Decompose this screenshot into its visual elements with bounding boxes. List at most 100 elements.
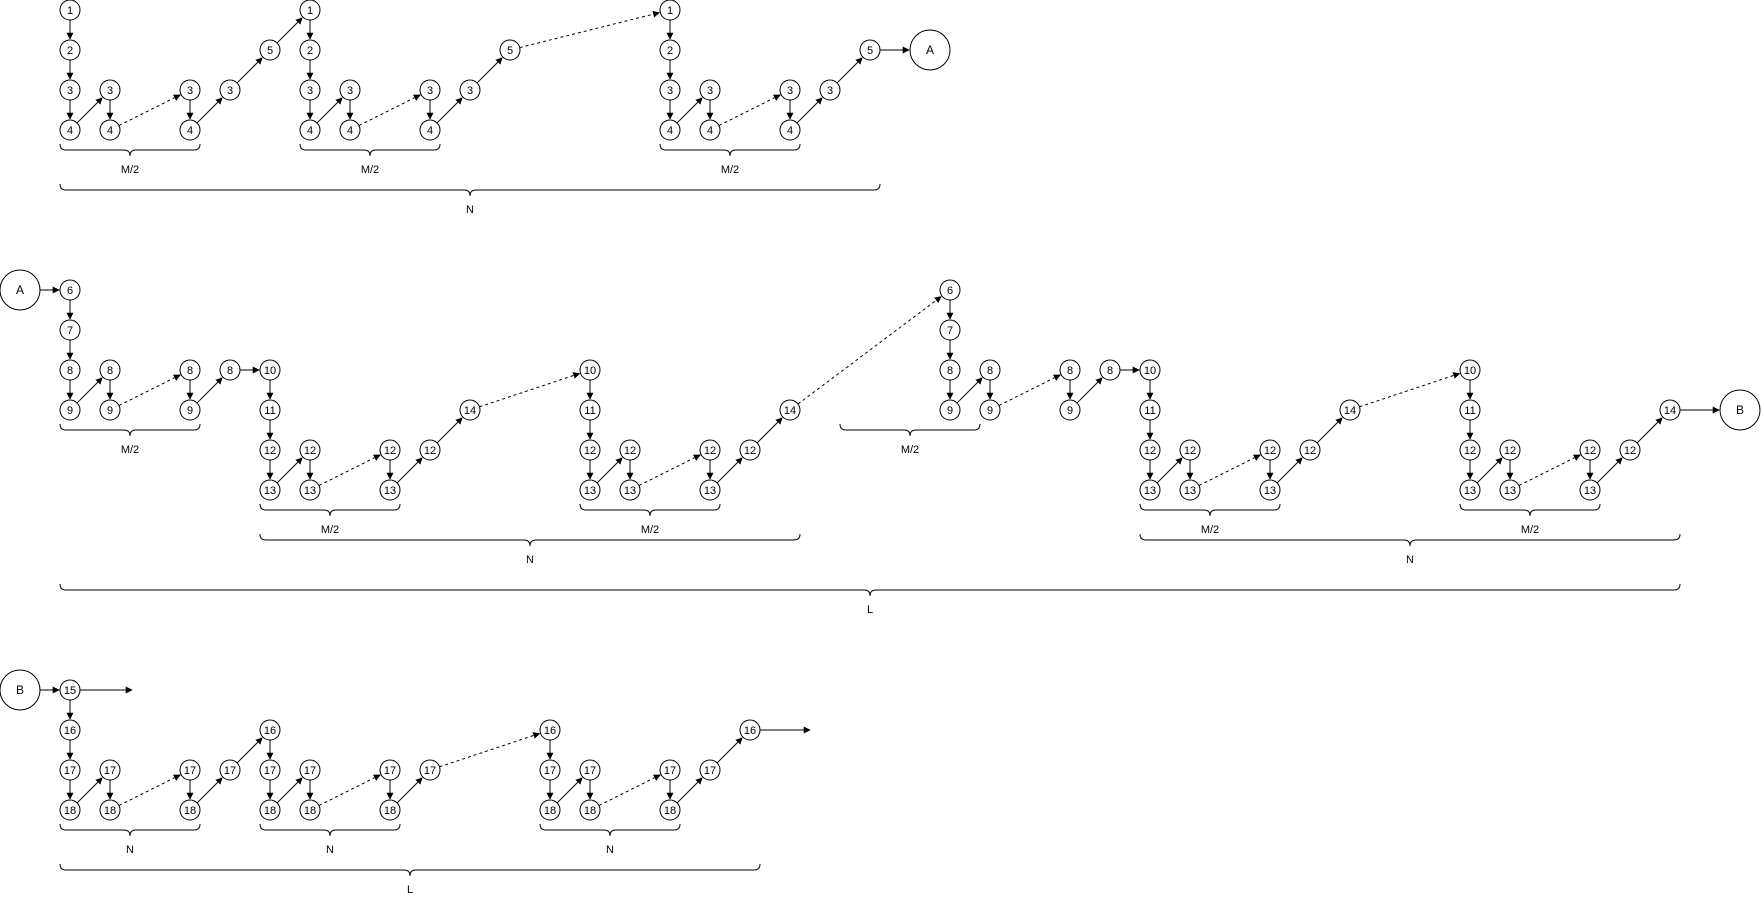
m-half-8-label: M/2 bbox=[1201, 524, 1219, 536]
svg-text:10: 10 bbox=[264, 365, 276, 377]
edge bbox=[1076, 377, 1103, 404]
dashed-edge bbox=[598, 774, 661, 806]
node-12: 12 bbox=[1179, 439, 1201, 461]
m-half-9-brace bbox=[1459, 503, 1601, 517]
svg-text:4: 4 bbox=[307, 125, 313, 137]
n-5-brace bbox=[259, 823, 401, 837]
node-12: 12 bbox=[1459, 439, 1481, 461]
node-6: 6 bbox=[939, 279, 961, 301]
svg-text:6: 6 bbox=[67, 285, 73, 297]
svg-text:18: 18 bbox=[104, 805, 116, 817]
node-10: 10 bbox=[1139, 359, 1161, 381]
svg-text:8: 8 bbox=[947, 365, 953, 377]
n-4-brace bbox=[59, 823, 201, 837]
node-12: 12 bbox=[739, 439, 761, 461]
svg-text:12: 12 bbox=[1264, 445, 1276, 457]
node-8: 8 bbox=[979, 359, 1001, 381]
edge bbox=[236, 737, 263, 764]
node-7: 7 bbox=[59, 319, 81, 341]
dashed-edge bbox=[1359, 372, 1461, 408]
node-13: 13 bbox=[619, 479, 641, 501]
node-12: 12 bbox=[579, 439, 601, 461]
node-3: 3 bbox=[299, 79, 321, 101]
svg-text:B: B bbox=[1736, 403, 1744, 417]
n-1-brace bbox=[59, 183, 881, 197]
svg-text:3: 3 bbox=[107, 85, 113, 97]
node-18: 18 bbox=[99, 799, 121, 821]
node-17: 17 bbox=[379, 759, 401, 781]
node-16: 16 bbox=[259, 719, 281, 741]
node-4: 4 bbox=[659, 119, 681, 141]
svg-text:12: 12 bbox=[624, 445, 636, 457]
node-13: 13 bbox=[1259, 479, 1281, 501]
node-8: 8 bbox=[1099, 359, 1121, 381]
dashed-edge bbox=[797, 296, 942, 405]
svg-text:3: 3 bbox=[467, 85, 473, 97]
node-4: 4 bbox=[179, 119, 201, 141]
svg-text:13: 13 bbox=[1144, 485, 1156, 497]
svg-text:12: 12 bbox=[264, 445, 276, 457]
edge bbox=[476, 57, 503, 84]
svg-text:17: 17 bbox=[664, 765, 676, 777]
node-9: 9 bbox=[99, 399, 121, 421]
svg-text:17: 17 bbox=[224, 765, 236, 777]
svg-text:5: 5 bbox=[867, 45, 873, 57]
node-6: 6 bbox=[59, 279, 81, 301]
svg-text:18: 18 bbox=[544, 805, 556, 817]
m-half-5-label: M/2 bbox=[321, 524, 339, 536]
svg-text:17: 17 bbox=[384, 765, 396, 777]
l-1-label: L bbox=[867, 604, 873, 616]
node-13: 13 bbox=[699, 479, 721, 501]
svg-text:13: 13 bbox=[264, 485, 276, 497]
svg-text:8: 8 bbox=[107, 365, 113, 377]
svg-text:2: 2 bbox=[307, 45, 313, 57]
node-11: 11 bbox=[579, 399, 601, 421]
svg-text:12: 12 bbox=[1464, 445, 1476, 457]
m-half-3-label: M/2 bbox=[721, 164, 739, 176]
svg-text:14: 14 bbox=[464, 405, 476, 417]
svg-text:A: A bbox=[16, 283, 24, 297]
edge bbox=[196, 777, 223, 804]
svg-text:3: 3 bbox=[187, 85, 193, 97]
svg-text:4: 4 bbox=[67, 125, 73, 137]
svg-text:2: 2 bbox=[67, 45, 73, 57]
l-2-brace bbox=[59, 863, 761, 877]
svg-text:8: 8 bbox=[1067, 365, 1073, 377]
edge bbox=[396, 457, 423, 484]
svg-text:4: 4 bbox=[107, 125, 113, 137]
dashed-edge bbox=[1198, 454, 1261, 486]
svg-text:12: 12 bbox=[304, 445, 316, 457]
m-half-1-label: M/2 bbox=[121, 164, 139, 176]
node-9: 9 bbox=[59, 399, 81, 421]
n-4-label: N bbox=[126, 844, 134, 856]
node-15: 15 bbox=[59, 679, 81, 701]
svg-text:16: 16 bbox=[64, 725, 76, 737]
edge bbox=[196, 97, 223, 124]
svg-text:8: 8 bbox=[67, 365, 73, 377]
m-half-5-brace bbox=[259, 503, 401, 517]
node-4: 4 bbox=[419, 119, 441, 141]
edge bbox=[716, 457, 743, 484]
node-1: 1 bbox=[659, 0, 681, 21]
node-3: 3 bbox=[419, 79, 441, 101]
node-17: 17 bbox=[419, 759, 441, 781]
edge bbox=[1636, 417, 1663, 444]
node-7: 7 bbox=[939, 319, 961, 341]
node-2: 2 bbox=[659, 39, 681, 61]
dashed-edge bbox=[519, 10, 661, 49]
dashed-edge bbox=[118, 774, 181, 806]
svg-text:3: 3 bbox=[787, 85, 793, 97]
svg-text:4: 4 bbox=[787, 125, 793, 137]
edge bbox=[396, 777, 423, 804]
node-10: 10 bbox=[1459, 359, 1481, 381]
svg-text:1: 1 bbox=[307, 5, 313, 17]
node-17: 17 bbox=[539, 759, 561, 781]
svg-text:13: 13 bbox=[384, 485, 396, 497]
svg-text:9: 9 bbox=[1067, 405, 1073, 417]
svg-text:5: 5 bbox=[507, 45, 513, 57]
svg-text:12: 12 bbox=[1584, 445, 1596, 457]
node-13: 13 bbox=[1499, 479, 1521, 501]
svg-text:13: 13 bbox=[704, 485, 716, 497]
node-13: 13 bbox=[579, 479, 601, 501]
node-3: 3 bbox=[779, 79, 801, 101]
